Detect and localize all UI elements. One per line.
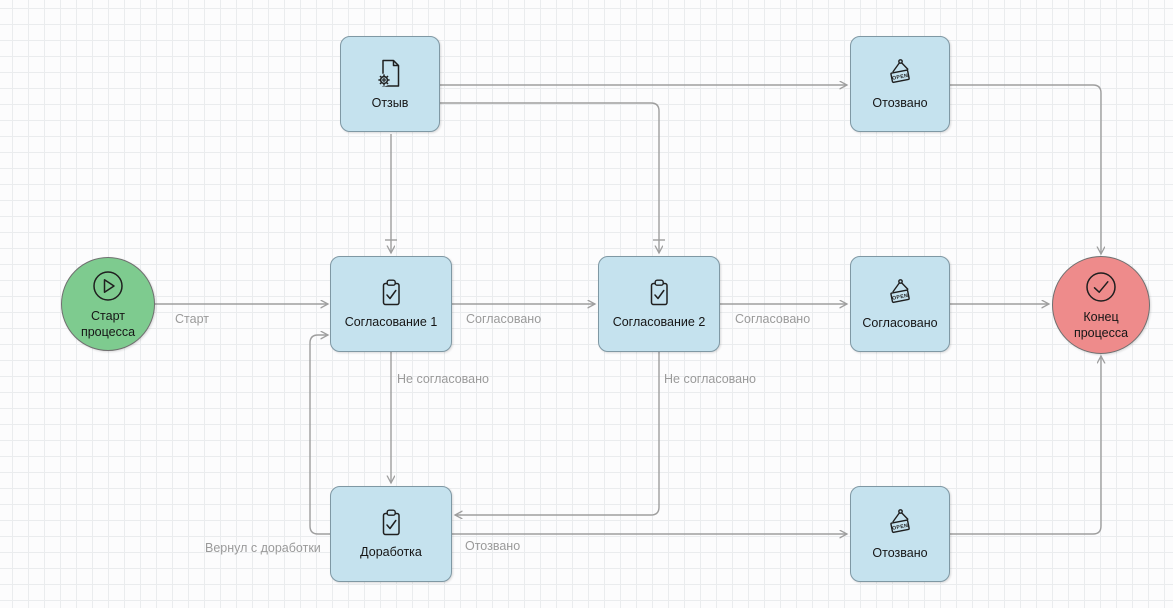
- edge-label-start: Старт: [175, 312, 209, 326]
- node-label: Старт процесса: [80, 309, 136, 339]
- node-label: Согласование 1: [344, 315, 438, 330]
- node-label: Согласовано: [862, 316, 938, 331]
- clipboard-check-icon: [374, 507, 408, 541]
- edge-label-returned: Вернул с доработки: [205, 541, 321, 555]
- node-otozvano-top[interactable]: OPEN Отозвано: [850, 36, 950, 132]
- node-label: Конец процесса: [1073, 310, 1129, 340]
- document-gear-icon: [372, 56, 408, 92]
- svg-text:OPEN: OPEN: [892, 293, 909, 302]
- node-label: Отозвано: [872, 546, 928, 561]
- edge-otzyv-to-soglasovanie2[interactable]: [440, 102, 659, 253]
- open-sign-icon: OPEN: [882, 56, 918, 92]
- play-circle-icon: [89, 267, 127, 305]
- edge-otozvano-top-to-end[interactable]: [950, 84, 1101, 254]
- edge-label-approved1: Согласовано: [466, 312, 541, 326]
- clipboard-check-icon: [642, 277, 676, 311]
- node-soglasovano[interactable]: OPEN Согласовано: [850, 256, 950, 352]
- edge-soglasovanie2-to-dorabotka[interactable]: [455, 352, 660, 515]
- edge-label-approved2: Согласовано: [735, 312, 810, 326]
- node-label: Отозвано: [872, 96, 928, 111]
- open-sign-icon: OPEN: [882, 276, 918, 312]
- node-start-event[interactable]: Старт процесса: [61, 257, 155, 351]
- node-otozvano-bottom[interactable]: OPEN Отозвано: [850, 486, 950, 582]
- clipboard-check-icon: [374, 277, 408, 311]
- edge-otozvano-bottom-to-end[interactable]: [950, 356, 1101, 535]
- edge-label-rejected2: Не согласовано: [664, 372, 756, 386]
- edge-label-withdrawn: Отозвано: [465, 539, 520, 553]
- node-end-event[interactable]: Конец процесса: [1052, 256, 1150, 354]
- svg-text:OPEN: OPEN: [892, 73, 909, 82]
- node-dorabotka[interactable]: Доработка: [330, 486, 452, 582]
- node-label: Согласование 2: [612, 315, 706, 330]
- node-label: Доработка: [360, 545, 422, 560]
- node-otzyv[interactable]: Отзыв: [340, 36, 440, 132]
- node-soglasovanie-1[interactable]: Согласование 1: [330, 256, 452, 352]
- edge-label-rejected1: Не согласовано: [397, 372, 489, 386]
- node-label: Отзыв: [371, 96, 409, 111]
- svg-text:OPEN: OPEN: [892, 523, 909, 532]
- edge-dorabotka-to-soglasovanie1[interactable]: [309, 335, 330, 535]
- open-sign-icon: OPEN: [882, 506, 918, 542]
- node-soglasovanie-2[interactable]: Согласование 2: [598, 256, 720, 352]
- check-circle-icon: [1082, 268, 1120, 306]
